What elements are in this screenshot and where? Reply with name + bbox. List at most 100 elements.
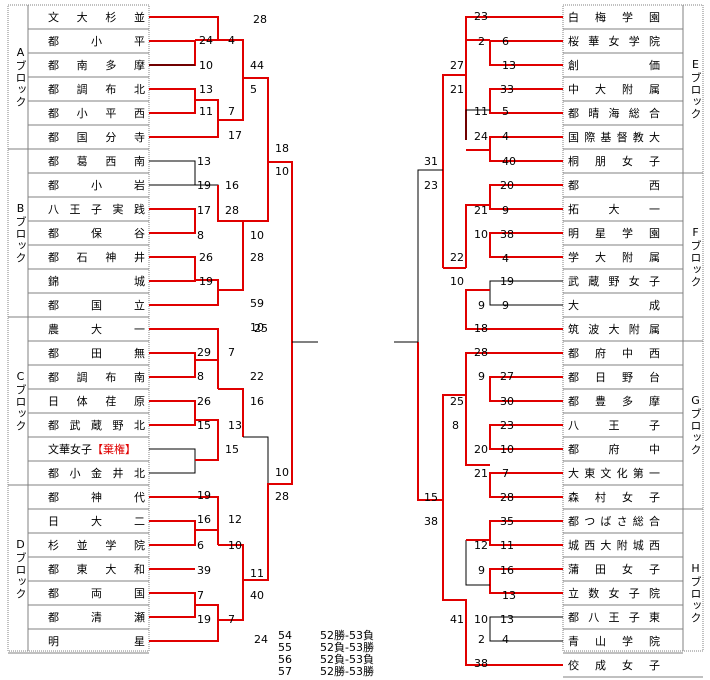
team-name-char: 中 [649, 443, 660, 456]
team-name-char: 都 [48, 491, 59, 504]
team-name-char: 価 [649, 59, 660, 72]
team-row: 白梅学園 [564, 6, 682, 29]
team-name-char: 子 [628, 587, 640, 600]
team-name-char: 摩 [133, 59, 145, 72]
score-right: 10 [500, 443, 514, 456]
team-name-char: 井 [133, 251, 145, 264]
score-right: 11 [500, 539, 514, 552]
score-right: 21 [474, 467, 488, 480]
team-name: 学大附属 [568, 246, 660, 269]
team-name-char: 梅 [595, 11, 606, 24]
team-name-char: 豊 [595, 395, 606, 408]
team-row: 都清瀬 [30, 606, 148, 629]
team-name: 都南多摩 [48, 54, 145, 77]
bracket-path [489, 88, 563, 114]
score-left: 17 [197, 204, 211, 217]
team-name: 都小岩 [48, 174, 145, 197]
team-name-char: 桜 [568, 35, 579, 48]
team-name: 都武蔵野北 [48, 414, 145, 437]
team-name: 城西大附城西 [568, 534, 660, 557]
team-name-char: 国 [76, 131, 88, 144]
team-name-char: 星 [595, 227, 606, 240]
score-left: 10 [228, 539, 242, 552]
score-right: 27 [500, 370, 514, 383]
bracket-path [465, 352, 563, 395]
forfeit-tag: 【棄権】 [92, 443, 136, 456]
bracket-path [149, 400, 196, 426]
team-row: 武蔵野女子 [564, 270, 682, 293]
team-name: 農大一 [48, 318, 145, 341]
score-left: 10 [250, 321, 264, 334]
score-right: 40 [502, 155, 516, 168]
team-name-char: 蔵 [91, 419, 102, 432]
team-name-char: 教 [632, 131, 644, 144]
team-name-char: 農 [48, 323, 59, 336]
team-name: 都田無 [48, 342, 145, 365]
team-name-char: 国 [91, 299, 102, 312]
team-name-char: 都 [568, 443, 579, 456]
team-name-char: 平 [134, 35, 145, 48]
team-name-char: 附 [622, 251, 633, 264]
team-name-char: 並 [133, 11, 145, 24]
team-name-char: 日 [48, 395, 59, 408]
team-name-char: 岩 [134, 179, 145, 192]
team-row: 都国分寺 [30, 126, 148, 149]
team-name-char: 北 [134, 419, 145, 432]
team-name-char: ば [600, 515, 612, 528]
team-name: 都小金井北 [48, 462, 145, 485]
team-name-char: 一 [649, 203, 660, 216]
score-right: 23 [424, 179, 438, 192]
team-name-char: 無 [134, 347, 145, 360]
team-name-char: 院 [649, 35, 660, 48]
score-right: 4 [502, 130, 509, 143]
team-name: 都両国 [48, 582, 145, 605]
score-left: 26 [199, 251, 213, 264]
team-name-char: 実 [112, 203, 124, 216]
team-name-char: 基 [600, 131, 612, 144]
team-name-char: 原 [133, 395, 145, 408]
team-name-char: 大 [608, 323, 620, 336]
team-name-char: 都 [48, 179, 59, 192]
bracket-path [243, 436, 269, 484]
team-name: 都東大和 [48, 558, 145, 581]
bracket-path [489, 472, 563, 498]
footer-54-text: 52勝-53負 [320, 629, 374, 642]
team-name: 都西 [568, 174, 660, 197]
team-name-char: 都 [568, 515, 579, 528]
team-row: 大東文化第一 [564, 462, 682, 485]
score-left: 17 [228, 129, 242, 142]
score-right: 35 [500, 515, 514, 528]
team-name-char: 西 [648, 539, 660, 552]
score-left: 13 [197, 155, 211, 168]
team-name-char: 杉 [105, 11, 117, 24]
team-name-char: 都 [48, 35, 59, 48]
team-name: 都日野台 [568, 366, 660, 389]
team-row: 拓大一 [564, 198, 682, 221]
score-left: 22 [250, 370, 264, 383]
team-name-char: 都 [568, 179, 579, 192]
bracket-path [149, 160, 196, 186]
team-name-char: 文 [48, 11, 59, 24]
team-name-char: 東 [76, 563, 88, 576]
team-name-char: 晴 [588, 107, 600, 120]
team-name-char: 西 [133, 107, 145, 120]
team-name-char: 南 [76, 59, 88, 72]
team-row: 八王子 [564, 414, 682, 437]
team-name: 明星 [48, 630, 145, 653]
score-left: 8 [197, 370, 204, 383]
score-left: 10 [275, 466, 289, 479]
bracket-path [218, 388, 244, 437]
team-name-char: 女 [622, 659, 633, 672]
team-row: 都田無 [30, 342, 148, 365]
bracket-path [465, 289, 563, 330]
team-row: 都調布南 [30, 366, 148, 389]
team-name-char: 寺 [133, 131, 145, 144]
team-name-char: 都 [48, 131, 59, 144]
match-line [149, 16, 219, 28]
score-right: 30 [500, 395, 514, 408]
team-name-char: 成 [595, 659, 606, 672]
team-row: 文大杉並 [30, 6, 148, 29]
team-name-char: 八 [568, 419, 579, 432]
team-name-char: 二 [134, 515, 145, 528]
score-left: 8 [197, 229, 204, 242]
